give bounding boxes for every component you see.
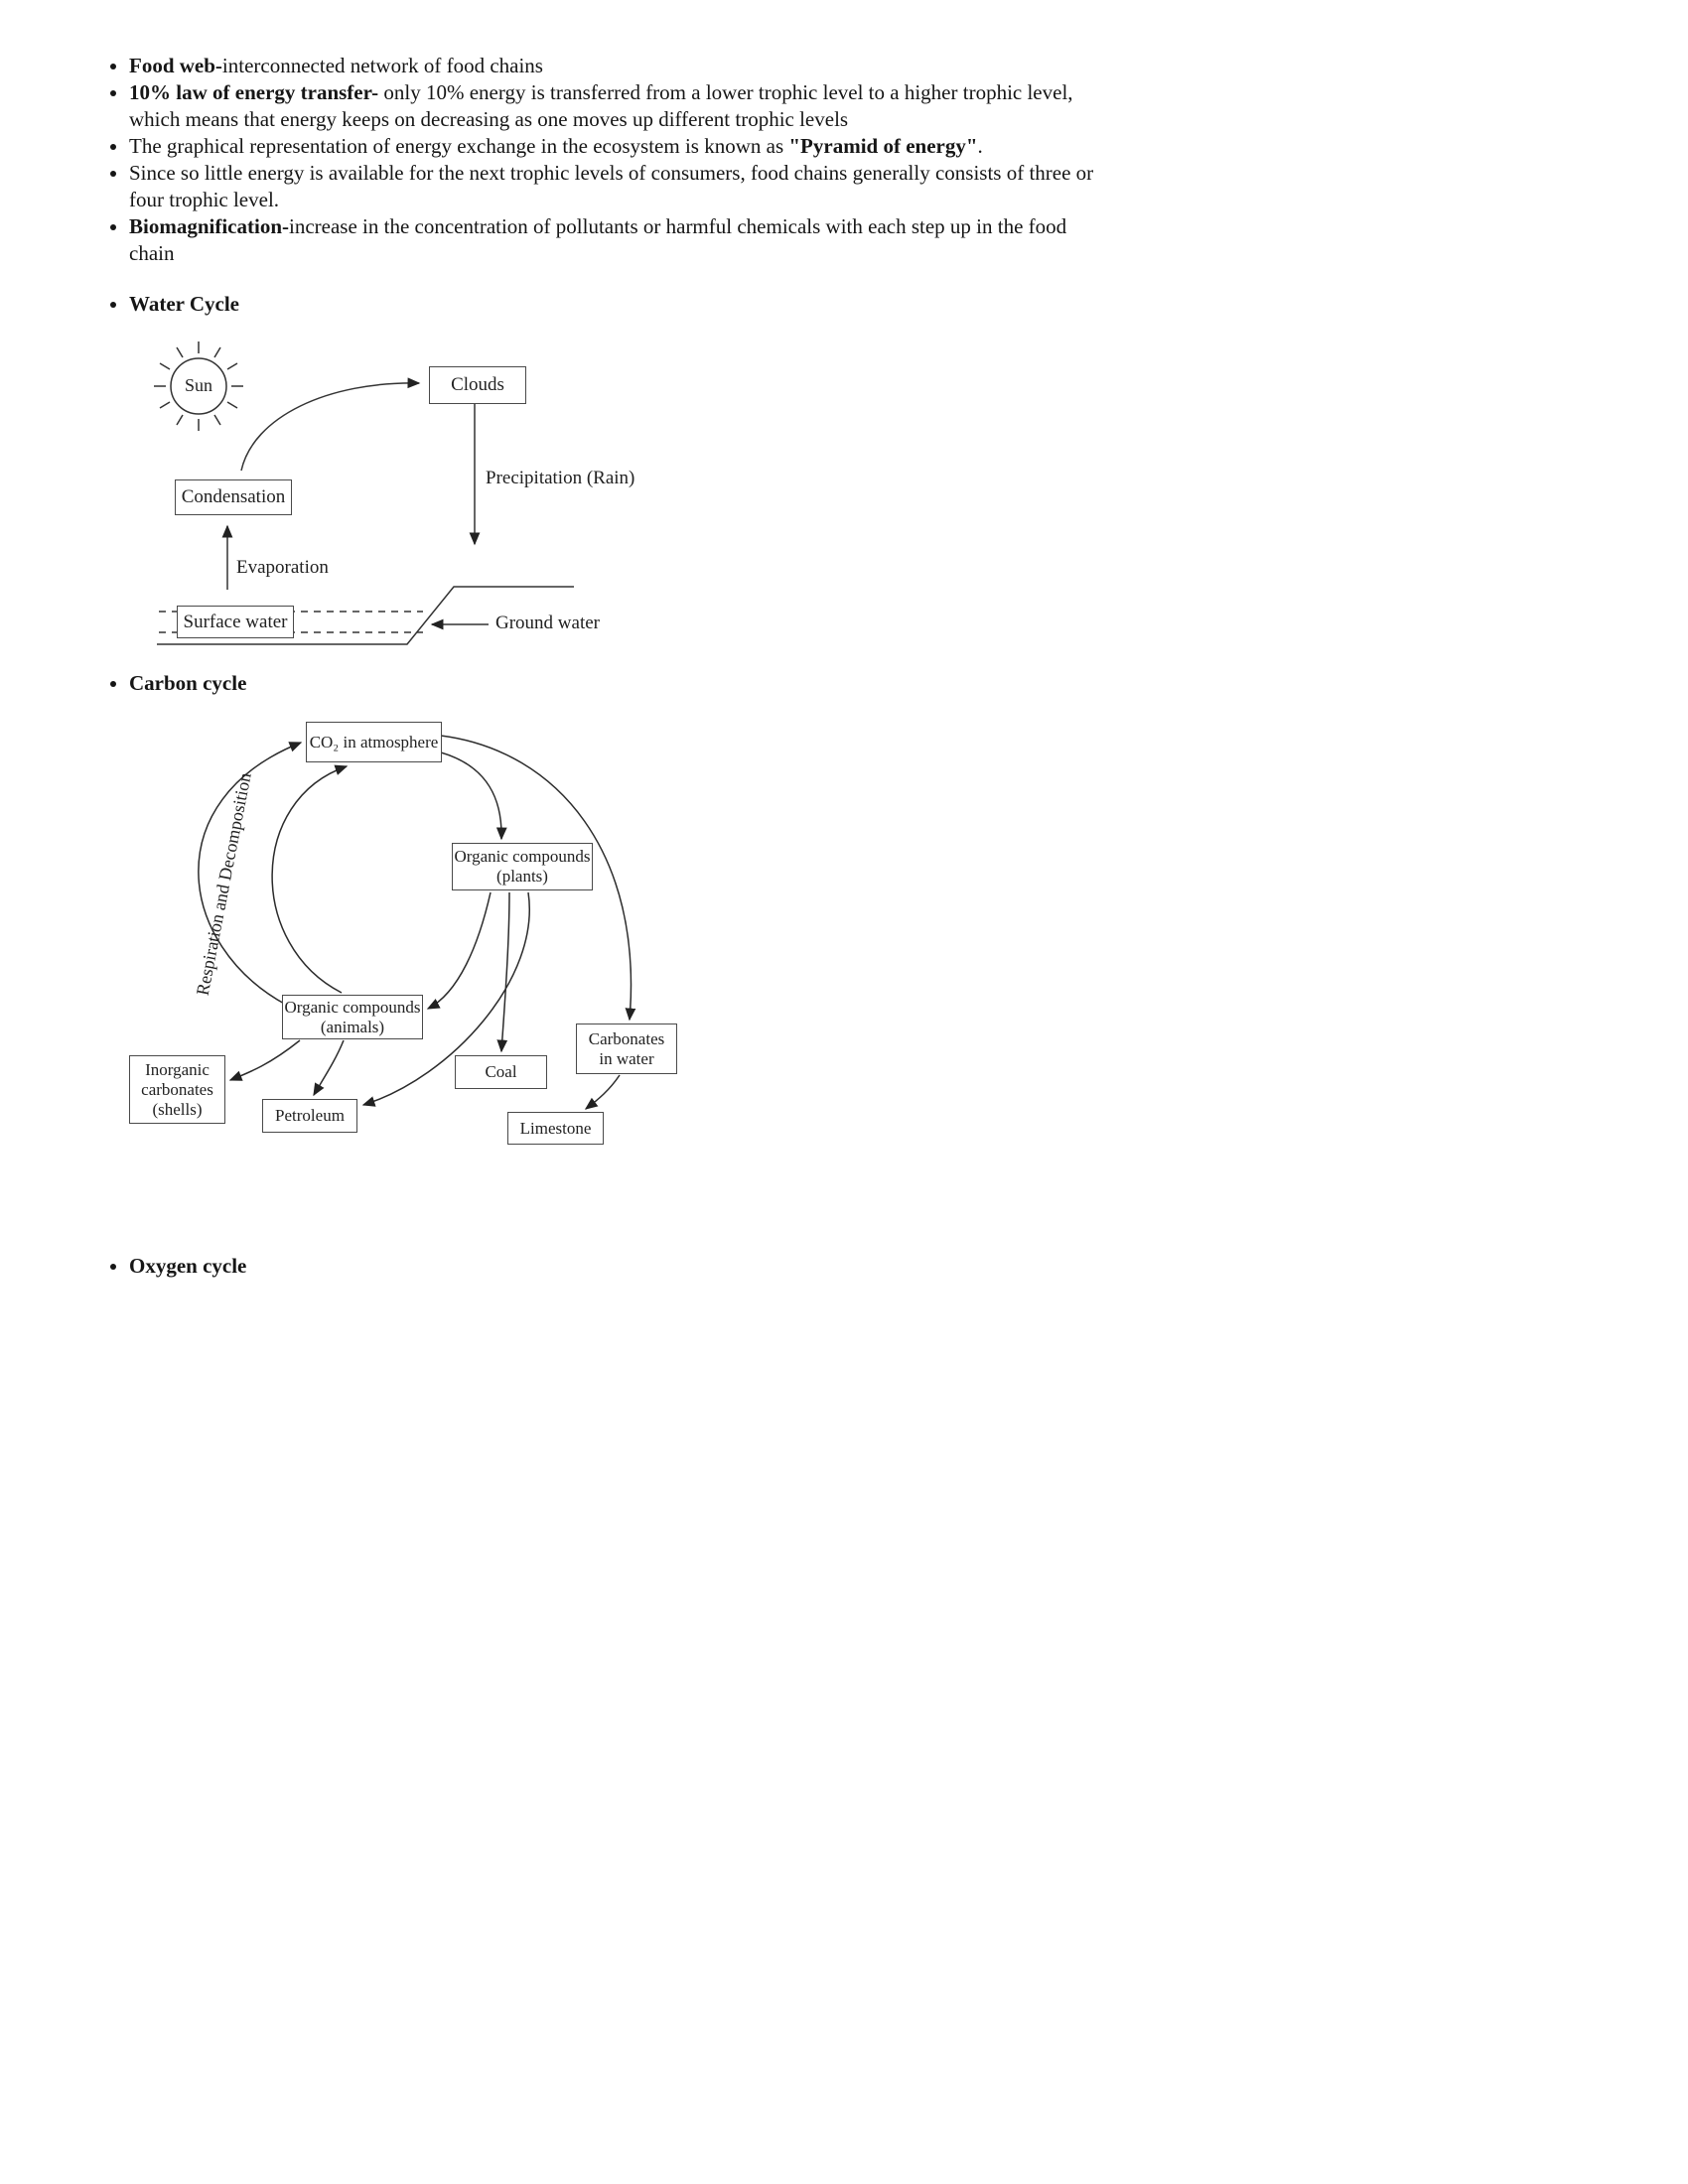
oxygen-cycle-heading: Oxygen cycle: [129, 1253, 246, 1279]
precipitation-label: Precipitation (Rain): [486, 468, 635, 488]
notes-list: Food web-interconnected network of food …: [99, 53, 1114, 267]
carbon-cycle-diagram: [198, 735, 636, 1110]
water-cycle-heading-list: Water Cycle: [99, 291, 239, 317]
organic-compounds-plants-box: Organic compounds (plants): [452, 843, 593, 890]
carbon-cycle-heading: Carbon cycle: [129, 670, 246, 696]
oxygen-cycle-heading-list: Oxygen cycle: [99, 1253, 246, 1279]
plants-label-line1: Organic compounds: [454, 847, 591, 866]
arrow-plants-to-coal: [496, 891, 510, 1053]
arrow-plants-to-animals: [426, 891, 492, 1010]
evaporation-label: Evaporation: [236, 557, 329, 578]
bullet-food-web: Food web-interconnected network of food …: [129, 53, 1114, 79]
co2-atmosphere-box: CO₂ in atmosphere: [306, 722, 442, 762]
limestone-label: Limestone: [519, 1118, 592, 1138]
bullet-biomagnification: Biomagnification-increase in the concent…: [129, 213, 1114, 267]
bullet-bold-lead: Biomagnification-: [129, 214, 289, 238]
bullet-trophic-levels: Since so little energy is available for …: [129, 160, 1114, 213]
surface-water-box: Surface water: [177, 606, 294, 638]
clouds-box: Clouds: [429, 366, 526, 404]
organic-compounds-animals-box: Organic compounds (animals): [282, 995, 423, 1039]
bullet-bold-lead: 10% law of energy transfer-: [129, 80, 379, 104]
arrow-respiration-inner: [271, 764, 349, 994]
animals-label-line2: (animals): [320, 1017, 385, 1036]
bullet-text: Since so little energy is available for …: [129, 161, 1094, 211]
co2-label: CO₂ in atmosphere: [309, 732, 439, 751]
plants-label-line2: (plants): [496, 867, 548, 886]
arrow-animals-to-petroleum: [313, 1039, 345, 1097]
condensation-box: Condensation: [175, 479, 292, 515]
bullet-text: only 10% energy is transferred from a lo…: [129, 80, 1073, 131]
arrow-co2-to-plants: [440, 751, 507, 841]
surface-water-label: Surface water: [183, 611, 288, 632]
limestone-box: Limestone: [507, 1112, 604, 1145]
carbonates-label-line2: in water: [599, 1048, 654, 1068]
petroleum-label: Petroleum: [275, 1106, 345, 1125]
heading-label: Water Cycle: [129, 292, 239, 316]
respiration-decomposition-label: Respiration and Decomposition: [192, 770, 255, 998]
heading-label: Carbon cycle: [129, 671, 247, 695]
arrow-carbonates-to-limestone: [584, 1074, 621, 1110]
shells-label-line2: carbonates: [141, 1079, 213, 1099]
petroleum-box: Petroleum: [262, 1099, 357, 1133]
inorganic-carbonates-box: Inorganic carbonates (shells): [129, 1055, 225, 1124]
bullet-text-tail: .: [977, 134, 983, 158]
animals-label-line1: Organic compounds: [284, 997, 421, 1017]
bullet-text: increase in the concentration of polluta…: [129, 214, 1067, 265]
bullet-text: interconnected network of food chains: [221, 54, 543, 77]
ground-water-label: Ground water: [495, 613, 600, 633]
sun-label: Sun: [184, 375, 212, 395]
bullet-text: The graphical representation of energy e…: [129, 134, 789, 158]
coal-label: Coal: [485, 1062, 517, 1081]
carbonates-label-line1: Carbonates: [588, 1028, 665, 1048]
arrow-condensation-to-clouds: [240, 377, 421, 472]
arrow-animals-to-shells: [228, 1039, 301, 1081]
shells-label-line1: Inorganic: [145, 1059, 210, 1079]
bullet-bold-lead: Food web-: [129, 54, 222, 77]
carbonates-in-water-box: Carbonates in water: [576, 1024, 677, 1074]
clouds-label: Clouds: [451, 374, 504, 395]
heading-label: Oxygen cycle: [129, 1254, 247, 1278]
bullet-ten-percent-law: 10% law of energy transfer- only 10% ene…: [129, 79, 1114, 133]
bullet-bold-tail: "Pyramid of energy": [788, 134, 978, 158]
shells-label-line3: (shells): [152, 1099, 203, 1119]
carbon-cycle-heading-list: Carbon cycle: [99, 670, 246, 696]
bullet-pyramid-of-energy: The graphical representation of energy e…: [129, 133, 1114, 160]
water-cycle-heading: Water Cycle: [129, 291, 239, 317]
coal-box: Coal: [455, 1055, 547, 1089]
condensation-label: Condensation: [181, 486, 286, 507]
